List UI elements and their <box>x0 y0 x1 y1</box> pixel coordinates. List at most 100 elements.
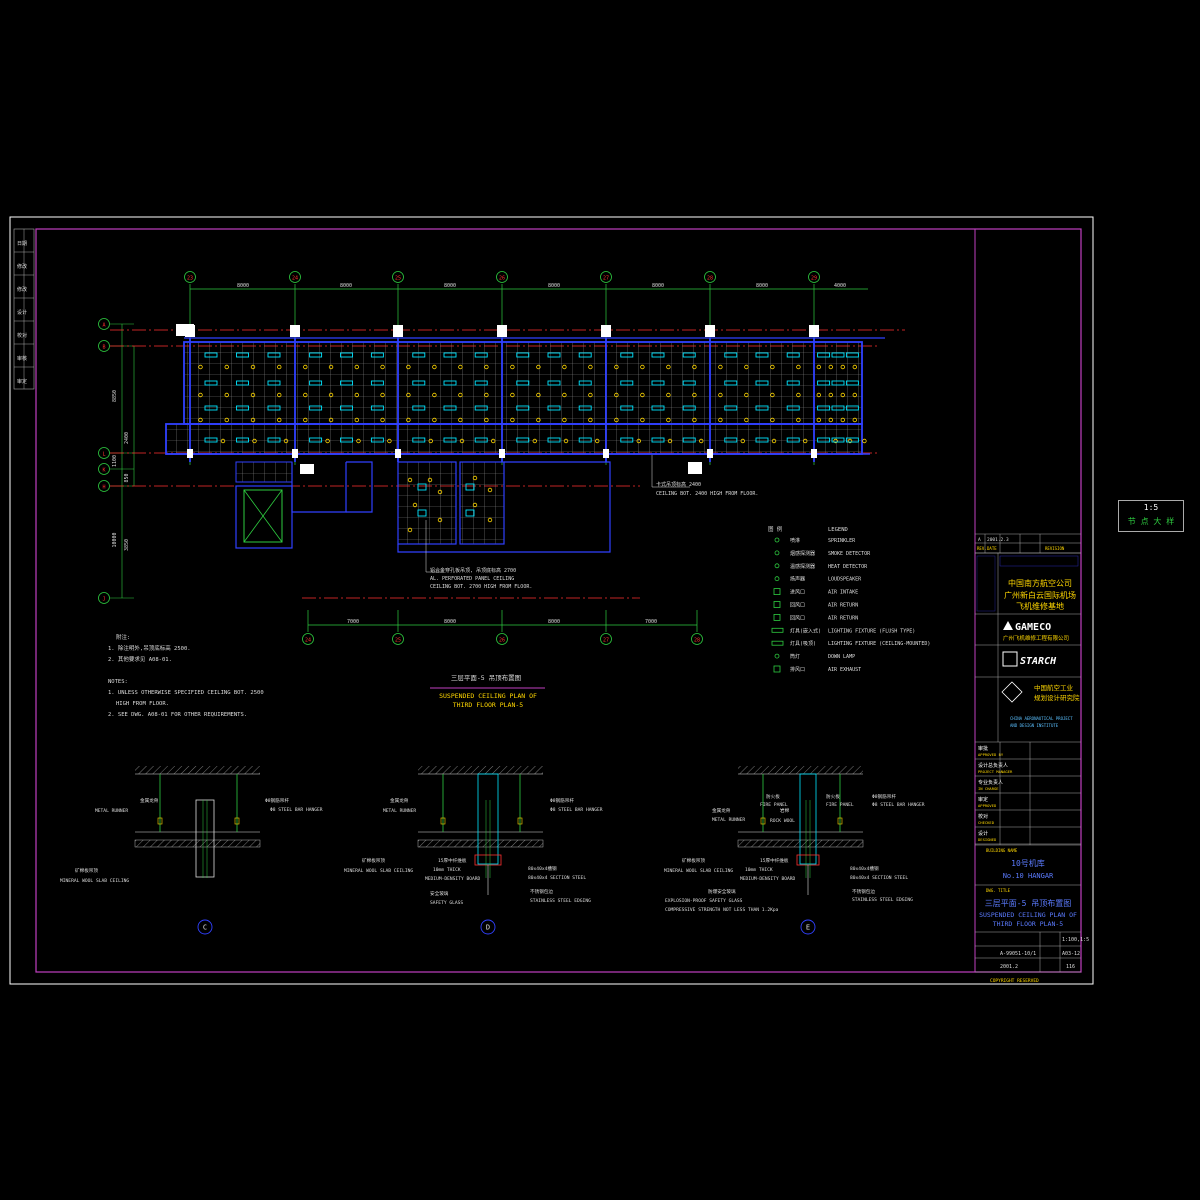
detail-label: 10mm THICK <box>745 867 773 873</box>
grid-label-left: J <box>102 597 105 603</box>
grid-bubble-top <box>289 271 301 283</box>
detail-bubble <box>197 919 213 935</box>
legend-item-cn: 灯具(吸顶) <box>790 640 816 647</box>
rev-date-label: DATE <box>987 546 997 551</box>
left-dimension-label: 8850 <box>112 390 118 402</box>
sprinkler-icon <box>432 392 437 398</box>
strip-label: 修改 <box>17 263 27 270</box>
detail-label: 防火板 <box>826 793 840 800</box>
light-fixture-icon <box>204 405 218 411</box>
sprinkler-icon <box>224 364 229 370</box>
dwg-title-en2: THIRD FLOOR PLAN-5 <box>993 920 1064 928</box>
sprinkler-icon <box>614 392 619 398</box>
sprinkler-icon <box>614 417 619 423</box>
light-fixture-icon <box>755 380 769 386</box>
detail-label: 80x40x4槽钢 <box>528 865 557 872</box>
detail-label: ROCK WOOL <box>770 818 795 824</box>
strip-label: 修改 <box>17 286 27 293</box>
grid-label-top: 25 <box>395 276 401 282</box>
grid-label-left: H <box>102 485 105 491</box>
light-fixture-icon <box>474 405 488 411</box>
sprinkler-icon <box>380 392 385 398</box>
sprinkler-icon <box>588 392 593 398</box>
callout-leader-perf <box>425 520 444 573</box>
grid-bubble-top <box>600 271 612 283</box>
sprinkler-icon <box>487 517 493 523</box>
sprinkler-icon <box>487 487 493 493</box>
light-fixture-icon <box>682 405 696 411</box>
legend-item-cn: 灯具(嵌入式) <box>790 627 821 634</box>
grid-bubble-bottom <box>691 633 703 645</box>
sprinkler-icon <box>852 392 857 398</box>
sprinkler-icon <box>283 438 289 444</box>
project-cn-1: 中国南方航空公司 <box>1008 578 1072 588</box>
sprinkler-icon <box>472 475 478 481</box>
detail-label: MINERAL WOOL SLAB CEILING <box>344 868 413 874</box>
column-marker <box>809 325 819 337</box>
sprinkler-icon <box>718 392 723 398</box>
detail-label: METAL RUNNER <box>712 817 745 823</box>
grid-bubble-bottom <box>496 633 508 645</box>
sprinkler-icon <box>614 364 619 370</box>
detail-label: 10mm THICK <box>433 867 461 873</box>
sign-row-cn: 设计总负责人 <box>978 762 1008 769</box>
top-dimension-label: 8000 <box>340 283 352 289</box>
building-name-label: BUILDING NAME <box>986 848 1018 853</box>
light-fixture-icon <box>309 380 323 386</box>
starch-logo-icon <box>1002 651 1018 667</box>
sprinkler-icon <box>852 364 857 370</box>
left-revision-strip: 日期 修改 修改 设计 校对 审核 审定 <box>13 228 35 390</box>
sprinkler-icon <box>380 417 385 423</box>
legend-symbol-icon <box>774 653 780 659</box>
sprinkler-icon <box>666 417 671 423</box>
sprinkler-icon <box>840 417 845 423</box>
light-fixture-icon <box>724 380 738 386</box>
detail-id: D <box>486 924 490 932</box>
light-fixture-icon <box>370 352 384 358</box>
dwg-title-label: DWG. TITLE <box>986 888 1011 893</box>
light-fixture-icon <box>474 380 488 386</box>
sprinkler-icon <box>354 364 359 370</box>
light-fixture-icon <box>817 437 831 443</box>
detail-label: Φ8钢筋吊杆 <box>550 797 574 804</box>
air-intake-icon <box>417 509 427 517</box>
column-marker <box>290 325 300 337</box>
column-marker <box>603 449 609 458</box>
light-fixture-icon <box>267 380 281 386</box>
sprinkler-icon <box>428 438 433 444</box>
notes-cn-1: 1. 除注明外,吊顶底标高 2500. <box>108 644 191 652</box>
column-marker <box>705 325 715 337</box>
detail-label: 不锈钢包边 <box>852 888 875 895</box>
sprinkler-icon <box>840 364 845 370</box>
detail-label: 金属龙骨 <box>390 797 409 804</box>
sprinkler-icon <box>699 438 704 444</box>
sprinkler-icon <box>198 392 203 398</box>
light-fixture-icon <box>340 352 353 358</box>
grid-label-bottom: 25 <box>395 638 401 644</box>
legend-symbol-icon <box>771 640 784 646</box>
light-fixture-icon <box>516 380 530 386</box>
detail-id: E <box>806 924 810 932</box>
light-fixture-icon <box>204 437 218 443</box>
column-marker <box>499 449 505 458</box>
dwg-no-value: A-99051-10/1 <box>1000 951 1036 957</box>
sprinkler-icon <box>328 417 334 423</box>
sprinkler-icon <box>562 392 567 398</box>
grid-label-top: 24 <box>292 276 298 282</box>
light-fixture-icon <box>236 405 249 411</box>
institute-logo-icon <box>1001 681 1023 703</box>
light-fixture-icon <box>309 352 323 358</box>
legend-item-cn: 排风口 <box>790 666 805 673</box>
top-dimension-label: 8000 <box>652 283 664 289</box>
notes-cn-title: 附注: <box>116 633 130 641</box>
sprinkler-icon <box>407 527 413 533</box>
sprinkler-icon <box>406 392 411 398</box>
column-marker <box>601 325 611 337</box>
column-marker <box>811 449 817 458</box>
light-fixture-icon <box>845 437 859 443</box>
light-fixture-icon <box>682 380 696 386</box>
plan-title-en1: SUSPENDED CEILING PLAN OF <box>439 692 537 700</box>
sprinkler-icon <box>328 392 334 398</box>
